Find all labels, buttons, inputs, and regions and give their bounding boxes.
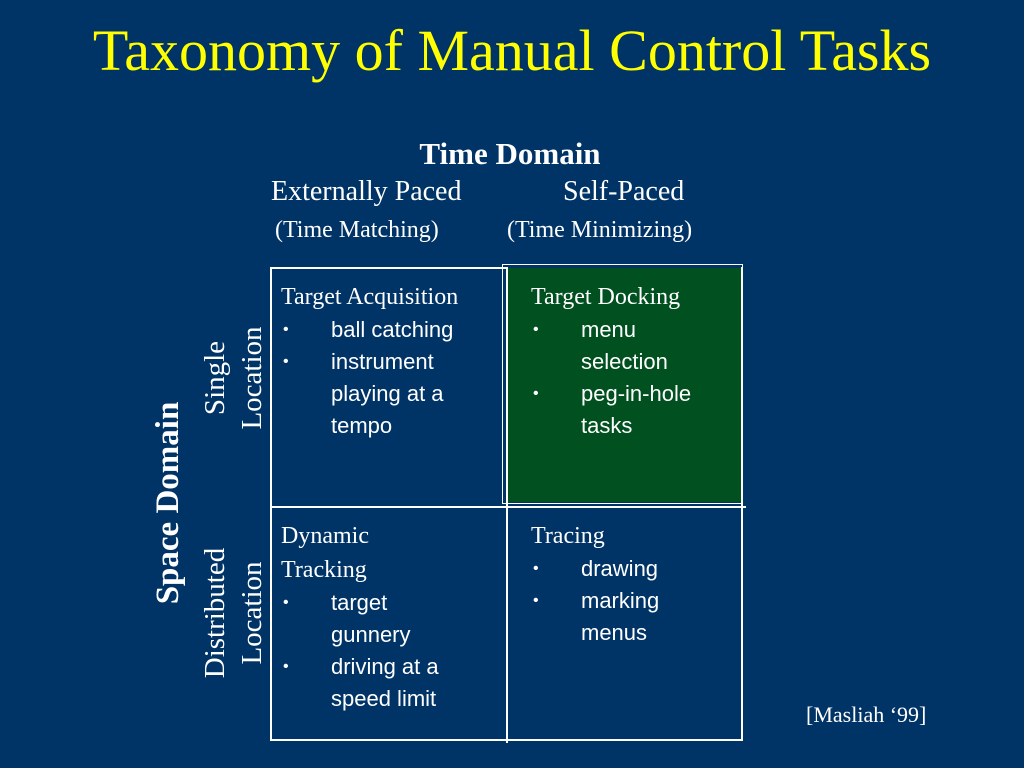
list-item: •ball catching bbox=[281, 314, 505, 346]
bullet-list: •target gunnery •driving at a speed limi… bbox=[281, 587, 501, 715]
bullet-icon: • bbox=[283, 321, 289, 338]
time-domain-label: Time Domain bbox=[419, 136, 601, 171]
bullet-icon: • bbox=[283, 594, 289, 611]
list-item: •instrument playing at a tempo bbox=[281, 346, 481, 442]
bullet-icon: • bbox=[533, 592, 539, 609]
list-item: •menu selection bbox=[531, 314, 711, 378]
cell-target-docking: Target Docking •menu selection •peg-in-h… bbox=[531, 280, 736, 442]
column-heading-self-paced: Self-Paced bbox=[563, 176, 685, 207]
cell-title: Target Docking bbox=[531, 284, 681, 310]
list-item: •marking menus bbox=[531, 585, 711, 649]
row-label-distributed-location: Distributed Location bbox=[199, 547, 268, 679]
column-subheading-time-minimizing: (Time Minimizing) bbox=[507, 217, 693, 243]
grid-line-right bbox=[741, 267, 743, 741]
bullet-list: •menu selection •peg-in-hole tasks bbox=[531, 314, 736, 442]
grid-line-top bbox=[270, 267, 508, 269]
grid-line-bottom bbox=[270, 739, 743, 741]
cell-title: Tracing bbox=[531, 523, 605, 549]
grid-line-left bbox=[270, 267, 272, 741]
cell-target-acquisition: Target Acquisition •ball catching •instr… bbox=[281, 280, 505, 442]
row-label-single-location: Single Location bbox=[199, 326, 268, 430]
cell-tracing: Tracing •drawing •marking menus bbox=[531, 519, 736, 649]
space-domain-label: Space Domain bbox=[150, 401, 186, 605]
cell-title: Dynamic Tracking bbox=[281, 523, 369, 583]
bullet-icon: • bbox=[283, 353, 289, 370]
slide-title: Taxonomy of Manual Control Tasks bbox=[92, 18, 932, 83]
highlighted-cell-background bbox=[506, 268, 741, 502]
column-subheading-time-matching: (Time Matching) bbox=[275, 217, 439, 243]
column-heading-externally-paced: Externally Paced bbox=[271, 176, 462, 207]
list-item: •peg-in-hole tasks bbox=[531, 378, 731, 442]
bullet-list: •drawing •marking menus bbox=[531, 553, 736, 649]
list-item: •drawing bbox=[531, 553, 736, 585]
list-item: •target gunnery bbox=[281, 587, 471, 651]
grid-line-middle bbox=[506, 267, 508, 743]
citation: [Masliah ‘99] bbox=[806, 702, 927, 727]
cell-dynamic-tracking: Dynamic Tracking •target gunnery •drivin… bbox=[281, 519, 501, 715]
bullet-icon: • bbox=[533, 321, 539, 338]
cell-title: Target Acquisition bbox=[281, 284, 459, 310]
grid-line-center bbox=[270, 506, 746, 508]
bullet-list: •ball catching •instrument playing at a … bbox=[281, 314, 505, 442]
bullet-icon: • bbox=[283, 658, 289, 675]
list-item: •driving at a speed limit bbox=[281, 651, 476, 715]
bullet-icon: • bbox=[533, 385, 539, 402]
bullet-icon: • bbox=[533, 560, 539, 577]
